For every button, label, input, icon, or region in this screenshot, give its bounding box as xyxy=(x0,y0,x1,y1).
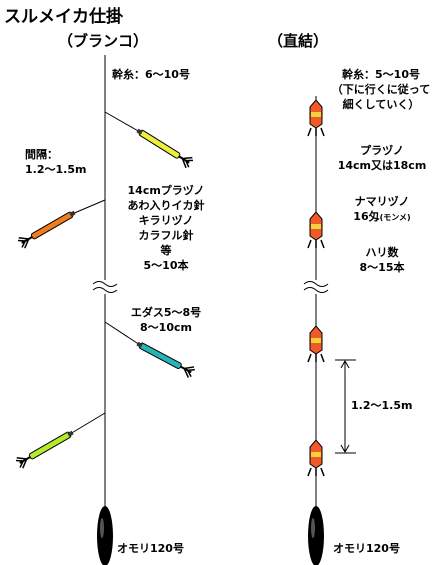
interval-label: 間隔： xyxy=(25,148,58,161)
spacing-label: 1.2〜1.5m xyxy=(351,399,413,412)
branch-line-4 xyxy=(69,412,106,435)
lure-size-1: 14cm又は18cm xyxy=(337,159,427,172)
direct-jig-4 xyxy=(307,439,325,477)
left-heading: （ブランコ） xyxy=(58,32,149,50)
lure-type-1: プラヅノ xyxy=(360,144,404,157)
right-sinker xyxy=(308,506,324,565)
lure-spec-2: ナマリヅノ 16匁(モンメ) xyxy=(326,194,438,225)
squid-jig-3 xyxy=(136,341,195,378)
right-main-line-label: 幹糸：5〜10号 xyxy=(342,68,420,81)
direct-jig-1 xyxy=(307,99,325,137)
right-main-line-note-1: （下に行くに従って xyxy=(331,83,431,96)
left-sinker-label: オモリ120号 xyxy=(117,542,184,555)
direct-jig-2 xyxy=(307,211,325,249)
branch-line-label: エダス5〜8号 xyxy=(130,306,202,319)
right-main-line-note-2: 細くしていく） xyxy=(342,98,420,111)
lure-type-2: ナマリヅノ xyxy=(354,195,410,208)
direct-jig-3 xyxy=(307,325,325,363)
right-main-line-spec: 幹糸：5〜10号 （下に行くに従って 細くしていく） xyxy=(320,67,442,112)
hook-type-2: あわ入りイカ針 xyxy=(127,199,205,212)
interval-value: 1.2〜1.5m xyxy=(25,163,87,176)
left-line-break xyxy=(92,280,118,294)
hook-count: 5〜10本 xyxy=(143,259,189,272)
branch-length-label: 8〜10cm xyxy=(140,321,192,334)
right-sinker-label: オモリ120号 xyxy=(333,542,400,555)
branch-line-2 xyxy=(71,199,106,215)
lure-weight-line: 16匁(モンメ) xyxy=(326,209,438,225)
hook-type-3: キラリヅノ xyxy=(138,214,194,227)
hook-type-1: 14cmプラヅノ xyxy=(127,184,205,197)
branch-spec: エダス5〜8号 8〜10cm xyxy=(112,305,220,335)
squid-jig-2 xyxy=(17,210,76,249)
left-main-line-label: 幹糸：6〜10号 xyxy=(112,68,190,81)
hook-count-spec: ハリ数 8〜15本 xyxy=(326,245,438,275)
lure-weight-note: (モンメ) xyxy=(379,213,411,222)
hook-type-4: カラフル針 xyxy=(138,229,194,242)
lure-weight: 16匁 xyxy=(353,210,380,223)
lure-spec-1: プラヅノ 14cm又は18cm xyxy=(326,143,438,173)
branch-line-1 xyxy=(104,111,141,133)
branch-line-3 xyxy=(104,321,141,346)
right-line-break xyxy=(303,280,329,294)
left-sinker xyxy=(97,506,113,565)
squid-jig-4 xyxy=(15,430,74,469)
right-heading: （直結） xyxy=(268,32,329,50)
hook-type-etc: 等 xyxy=(160,244,172,257)
hook-count-label: ハリ数 xyxy=(365,246,399,259)
spacing-dimension xyxy=(335,359,356,454)
squid-jig-1 xyxy=(136,128,194,169)
hook-types: 14cmプラヅノ あわ入りイカ針 キラリヅノ カラフル針 等 5〜10本 xyxy=(112,183,220,273)
hook-count-value: 8〜15本 xyxy=(359,261,405,274)
page-title: スルメイカ仕掛 xyxy=(4,7,123,27)
